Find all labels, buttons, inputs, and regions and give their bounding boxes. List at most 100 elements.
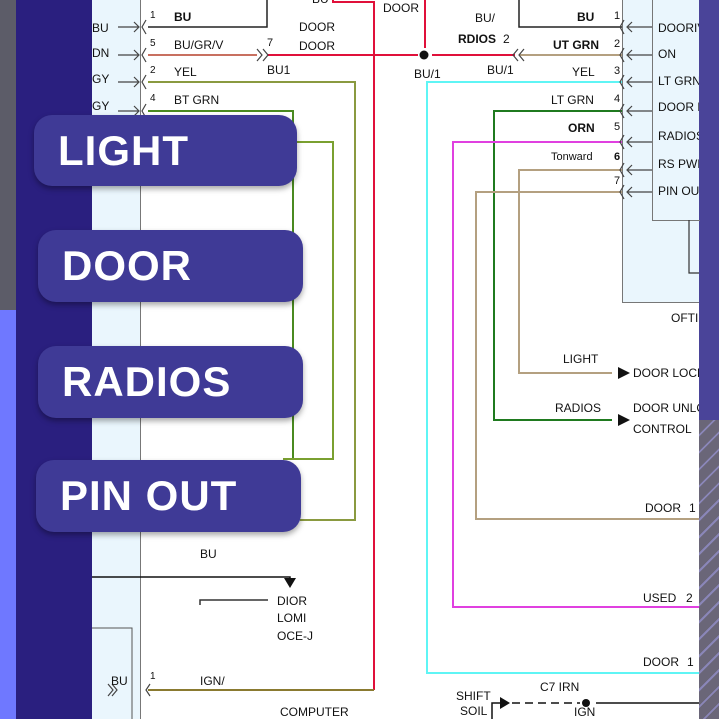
wire-green-right xyxy=(493,110,622,421)
right-connector-inner xyxy=(652,0,700,221)
right-pin: 5 xyxy=(614,121,621,133)
left-blue-edge xyxy=(0,310,16,719)
arrow-bu xyxy=(284,578,296,588)
top-bu: BU xyxy=(312,0,329,5)
inner-box xyxy=(92,627,133,719)
light-label: LIGHT xyxy=(563,352,599,366)
right-label: RADIOS xyxy=(658,129,699,143)
wire-yellow xyxy=(148,81,356,521)
pin-1: 1 xyxy=(150,671,156,682)
right-pin: 2 xyxy=(614,38,621,50)
door-unlock-label: DOOR UNLO xyxy=(633,401,699,415)
left-pin: 4 xyxy=(150,93,156,104)
wire-magenta xyxy=(452,141,699,608)
wire-tan-7 xyxy=(475,191,699,520)
wire-olive-loop xyxy=(283,141,334,460)
right-pin: 4 xyxy=(614,93,621,105)
inline-connector xyxy=(256,48,525,62)
inner-box-right xyxy=(688,220,699,274)
junction-label: BU/1 xyxy=(414,67,441,81)
left-pin: 1 xyxy=(150,10,156,21)
bracket xyxy=(199,599,268,605)
right-label: ON xyxy=(658,47,676,61)
wire-label: BU/GR/V xyxy=(174,38,224,52)
used-pin: 2 xyxy=(686,591,693,605)
output-clip: DOOR LOCK DOOR UNLO xyxy=(633,367,699,427)
left-connector-pins xyxy=(118,19,147,119)
wire-green-left xyxy=(148,110,294,460)
wire-label: YEL xyxy=(174,65,197,79)
door-lock-label: DOOR LOCK xyxy=(633,367,699,380)
left-pin: 5 xyxy=(150,38,156,49)
right-navy-band xyxy=(699,0,719,420)
left-label: GY xyxy=(92,99,110,113)
right-connector-body xyxy=(622,0,699,303)
rdios-label: RDIOS xyxy=(458,32,497,46)
bu1-right: BU/1 xyxy=(487,63,514,77)
right-label: DOORIV xyxy=(658,21,699,35)
door-label: DOOR xyxy=(299,39,335,53)
pin-out-button[interactable]: PIN OUT xyxy=(36,460,301,532)
ign-label: IGN xyxy=(574,705,596,719)
door-label: DOOR xyxy=(645,501,681,515)
wire-red-v1 xyxy=(332,0,375,690)
wire-shift xyxy=(491,702,500,719)
left-label: DN xyxy=(92,46,110,60)
connector-name: OFTI xyxy=(671,312,699,325)
control-label: CONTROL xyxy=(633,422,692,436)
right-label: LT GRN xyxy=(658,74,699,88)
lomi-label: LOMI xyxy=(277,611,307,625)
right-wire: UT GRN xyxy=(553,38,599,52)
ocej-label: OCE-J xyxy=(277,629,313,643)
light-button[interactable]: LIGHT xyxy=(34,115,297,186)
radios-label: RADIOS xyxy=(555,401,602,415)
ign-pin xyxy=(107,683,151,697)
arrow-door-unlock xyxy=(618,414,630,426)
right-wire: YEL xyxy=(572,65,595,79)
bu-label: BU xyxy=(111,674,128,688)
pin-7: 7 xyxy=(267,37,274,49)
door-label: DOOR xyxy=(299,20,335,34)
right-label: PIN OUT xyxy=(658,184,699,198)
right-pin: 1 xyxy=(614,10,621,22)
junction-dot xyxy=(419,50,429,60)
right-pin: 7 xyxy=(614,175,621,187)
top-door: DOOR xyxy=(382,1,420,15)
wire-tan-6 xyxy=(518,169,622,374)
wire-label: BU xyxy=(174,10,192,24)
soil-label: SOIL xyxy=(460,704,488,718)
right-label: DOOR L xyxy=(658,100,699,114)
right-pin: 3 xyxy=(614,65,621,77)
arrow-door-lock xyxy=(618,367,630,379)
wire-bu xyxy=(92,576,291,580)
computer-label: COMPUTER xyxy=(280,705,349,719)
left-pin: 2 xyxy=(150,65,156,76)
wire-black-right xyxy=(518,0,622,28)
bu1-label: BU1 xyxy=(267,63,291,77)
right-wire: BU xyxy=(577,10,595,24)
right-pin: 6 xyxy=(614,151,621,163)
right-label: RS PWM xyxy=(658,157,699,171)
left-label: BU xyxy=(92,21,109,35)
door-button[interactable]: DOOR xyxy=(38,230,303,302)
used-label: USED xyxy=(643,591,677,605)
right-wire: Tonward xyxy=(551,151,593,163)
right-wire: ORN xyxy=(568,121,595,135)
door-pin: 1 xyxy=(689,501,696,515)
radios-button[interactable]: RADIOS xyxy=(38,346,303,418)
arrow-shift xyxy=(500,697,510,709)
right-connector-pins xyxy=(619,19,652,200)
left-label: GY xyxy=(92,72,110,86)
door-pin: 1 xyxy=(687,655,694,669)
right-gray-band xyxy=(699,420,719,719)
ign-dot xyxy=(582,699,590,707)
c7irn-label: C7 IRN xyxy=(540,680,580,694)
ofti-clip: OFTI xyxy=(671,312,699,328)
shift-label: SHIFT xyxy=(456,689,491,703)
right-wire: LT GRN xyxy=(551,93,594,107)
wire-black-left xyxy=(148,0,268,28)
bu-slash: BU/ xyxy=(475,11,496,25)
dior-label: DIOR xyxy=(277,594,307,608)
rdios-pin: 2 xyxy=(503,32,510,46)
